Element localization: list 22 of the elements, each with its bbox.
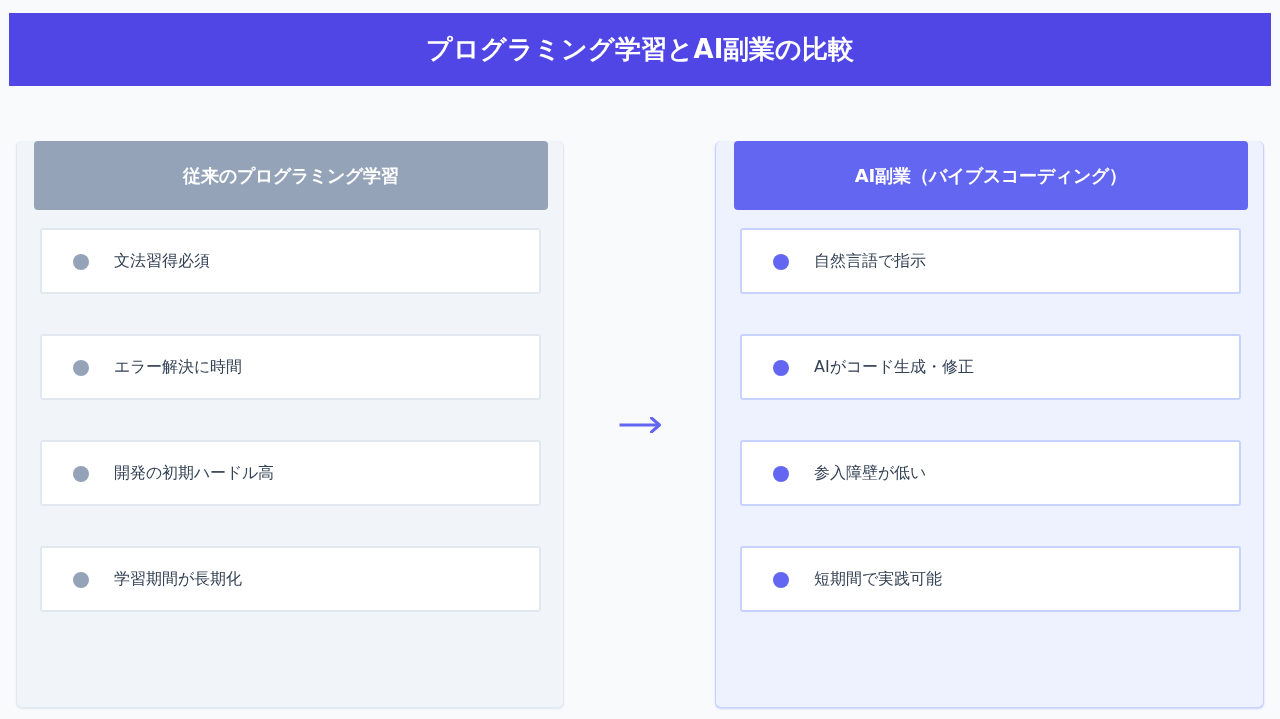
item-card [40, 334, 541, 400]
item-label: 文法習得必須 [114, 250, 210, 272]
title-banner: プログラミング学習とAI副業の比較 [9, 13, 1271, 86]
item-label: AIがコード生成・修正 [814, 356, 974, 378]
panel [715, 141, 1264, 708]
column-header: AI副業（バイブスコーディング） [734, 141, 1248, 210]
item-label: 短期間で実践可能 [814, 568, 942, 590]
item-label: 開発の初期ハードル高 [114, 462, 274, 484]
item-label: エラー解決に時間 [114, 356, 242, 378]
item-card [740, 546, 1241, 612]
panel [16, 141, 564, 708]
arrow [619, 416, 661, 434]
item-card [40, 440, 541, 506]
item-label: 学習期間が長期化 [114, 568, 242, 590]
item-card [740, 334, 1241, 400]
item-card [740, 440, 1241, 506]
column-header: 従来のプログラミング学習 [34, 141, 548, 210]
item-label: 参入障壁が低い [814, 462, 926, 484]
item-card [40, 228, 541, 294]
item-card [740, 228, 1241, 294]
item-card [40, 546, 541, 612]
item-label: 自然言語で指示 [814, 250, 926, 272]
